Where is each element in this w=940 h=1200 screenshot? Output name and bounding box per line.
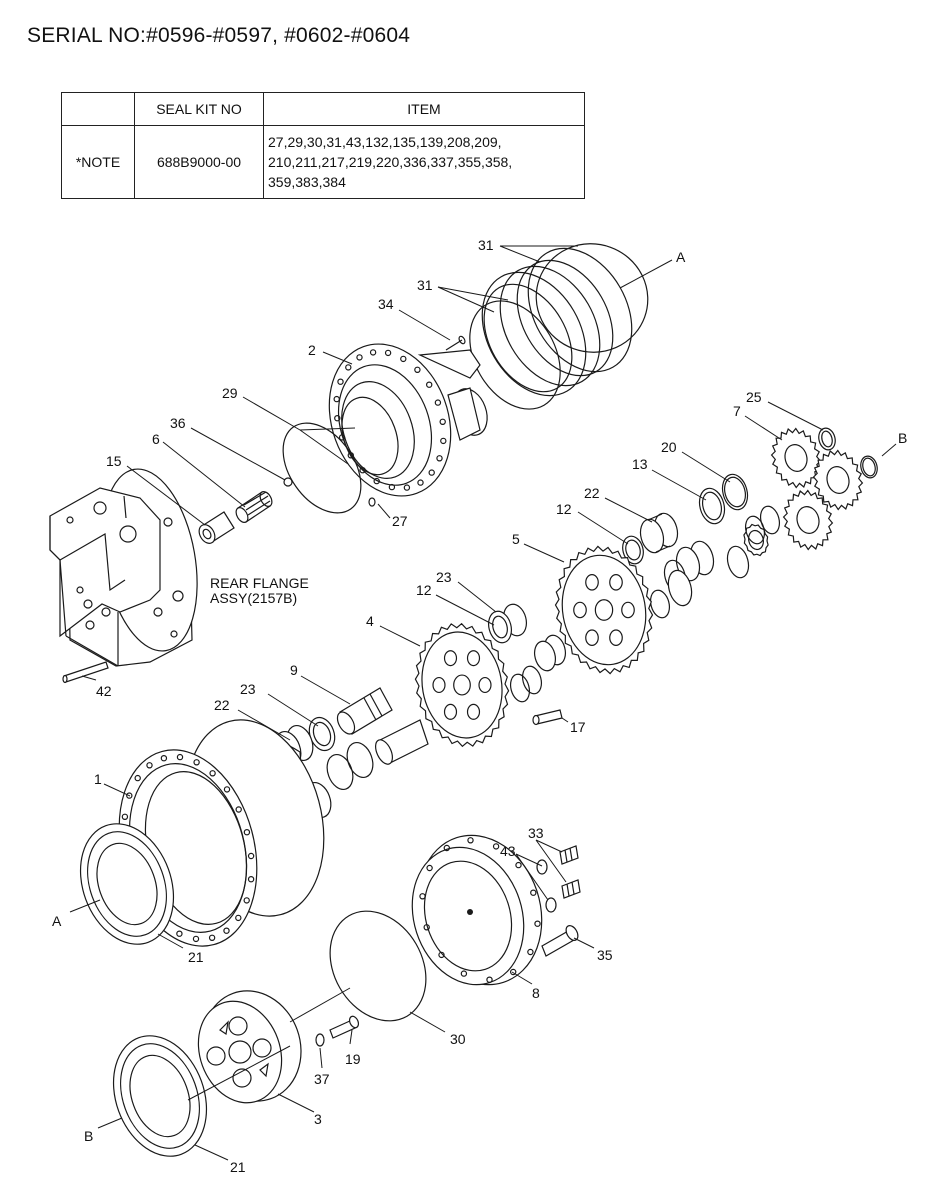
washer-37 [315,1033,325,1047]
bushing-15 [198,511,235,544]
pin-17 [532,709,563,726]
leader-lines [69,245,897,1161]
callout-7: 7 [733,403,741,419]
item-list-cell: 27,29,30,31,43,132,135,139,208,209, 210,… [263,125,585,199]
rear-flange-label-line1: REAR FLANGE [210,575,309,591]
callout-b: B [84,1128,93,1144]
callout-3: 3 [314,1111,322,1127]
item-line: 210,211,217,219,220,336,337,355,358, [268,154,513,170]
callout-labels: 31 31 A 34 2 29 36 6 15 27 25 7 B 20 13 … [52,237,907,1175]
o-ring-31-lower [469,300,561,410]
collar-23-upper [487,603,528,644]
callout-13: 13 [632,456,648,472]
seal-kit-table: SEAL KIT NO ITEM *NOTE 688B9000-00 27,29… [61,92,585,199]
cover-8 [411,834,543,986]
callout-21: 21 [188,949,204,965]
callout-22: 22 [214,697,230,713]
carrier-3 [197,990,302,1104]
callout-4: 4 [366,613,374,629]
callout-27: 27 [392,513,408,529]
callout-12: 12 [416,582,432,598]
carrier-4 [414,622,510,748]
callout-b: B [898,430,907,446]
collar-23-lower [308,716,336,752]
carrier-5 [554,545,654,675]
snap-ring-b-right [860,455,878,479]
callout-36: 36 [170,415,186,431]
callout-33: 33 [528,825,544,841]
pin-42 [62,661,109,684]
callout-1: 1 [94,771,102,787]
angular-bearing-21-upper [79,823,175,945]
callout-35: 35 [597,947,613,963]
callout-15: 15 [106,453,122,469]
callout-19: 19 [345,1051,361,1067]
o-ring-43 [536,859,557,913]
callout-a: A [676,249,686,265]
plug-27 [368,497,376,507]
item-line: 359,383,384 [268,174,346,190]
column-header-seal-kit-no: SEAL KIT NO [134,92,264,126]
column-header-blank [61,92,135,126]
rear-flange-assembly [49,468,198,667]
callout-22: 22 [584,485,600,501]
ring-20 [721,473,749,511]
pin-34 [445,335,466,351]
callout-30: 30 [450,1031,466,1047]
bolt-19 [329,1015,360,1039]
callout-34: 34 [378,296,394,312]
ring-13 [698,487,726,525]
spring-33 [559,845,581,899]
callout-29: 29 [222,385,238,401]
shaft-6 [235,491,273,523]
rear-flange-label-line2: ASSY(2157B) [210,590,297,606]
callout-23: 23 [436,569,452,585]
o-ring-31-upper [535,243,649,353]
planet-gear-7-cluster [743,427,864,557]
ring-housing-31 [481,247,633,397]
housing-2 [328,343,488,497]
sun-gear-shaft-9 [336,687,393,735]
callout-20: 20 [661,439,677,455]
callout-43: 43 [500,843,516,859]
angular-bearing-21-lower [112,1035,208,1157]
ring-12-upper [622,535,644,565]
callout-31: 31 [478,237,494,253]
table-row: *NOTE 688B9000-00 27,29,30,31,43,132,135… [61,125,585,199]
serial-number-title: SERIAL NO:#0596-#0597, #0602-#0604 [27,24,411,47]
callout-5: 5 [512,531,520,547]
note-cell: *NOTE [61,125,135,199]
callout-6: 6 [152,431,160,447]
o-ring-29 [282,422,362,514]
bearing-set-middle [509,634,567,703]
callout-17: 17 [570,719,586,735]
bearing-set-right [649,505,781,619]
callout-42: 42 [96,683,112,699]
callout-12: 12 [556,501,572,517]
callout-8: 8 [532,985,540,1001]
callout-37: 37 [314,1071,330,1087]
bolt-35 [541,925,579,957]
callout-a: A [52,913,62,929]
callout-2: 2 [308,342,316,358]
callout-9: 9 [290,662,298,678]
callout-31: 31 [417,277,433,293]
callout-21: 21 [230,1159,246,1175]
o-ring-30 [329,910,427,1022]
item-line: 27,29,30,31,43,132,135,139,208,209, [268,134,502,150]
thrust-washer-25 [818,427,836,451]
needle-bearing-22-upper [639,512,679,554]
ball-36 [283,477,293,487]
callout-25: 25 [746,389,762,405]
callout-23: 23 [240,681,256,697]
